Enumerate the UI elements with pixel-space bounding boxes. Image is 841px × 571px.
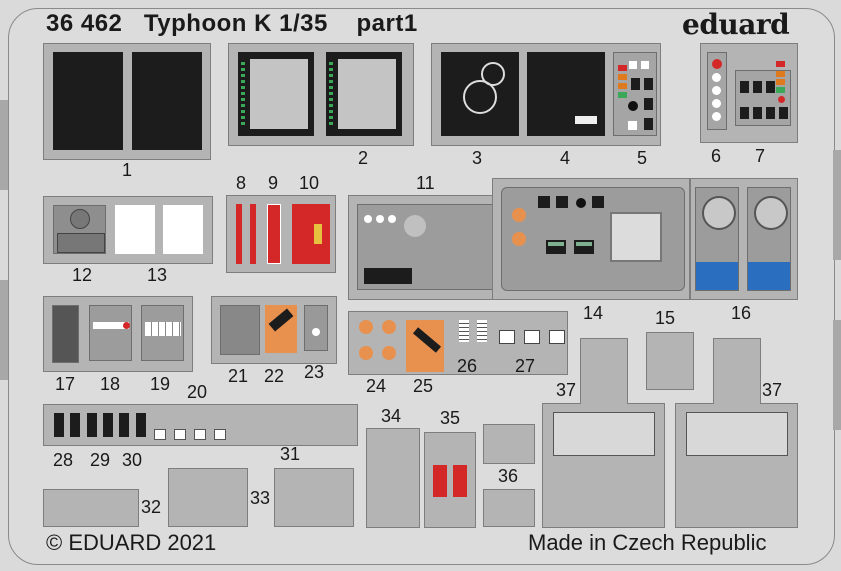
origin: Made in Czech Republic — [528, 530, 767, 555]
part-11 — [348, 195, 500, 300]
label-26: 26 — [457, 356, 478, 376]
label-5: 5 — [637, 148, 648, 168]
label-4: 4 — [560, 148, 571, 168]
label-24: 24 — [366, 376, 387, 396]
label-37b: 37 — [762, 380, 783, 400]
part-14 — [492, 178, 690, 300]
label-3: 3 — [472, 148, 483, 168]
label-30: 30 — [122, 450, 143, 470]
label-8: 8 — [236, 173, 247, 193]
part-34 — [366, 428, 420, 528]
label-19: 19 — [150, 374, 171, 394]
part-16 — [690, 178, 798, 300]
label-2: 2 — [358, 148, 369, 168]
part-19 — [141, 305, 184, 361]
label-7: 7 — [755, 146, 766, 166]
part-26 — [459, 320, 469, 342]
part-3 — [441, 52, 519, 136]
parts-6-7 — [700, 43, 798, 143]
part-27 — [499, 330, 515, 344]
part-17 — [52, 305, 79, 363]
copyright: © EDUARD 2021 — [46, 530, 217, 555]
model-name: Typhoon K 1/35 — [143, 10, 328, 37]
label-36: 36 — [498, 466, 519, 486]
label-16: 16 — [731, 303, 752, 323]
label-15: 15 — [655, 308, 676, 328]
part-36a — [483, 424, 535, 464]
label-11: 11 — [416, 173, 435, 193]
product-code: 36 462 — [46, 10, 123, 37]
label-22: 22 — [264, 366, 285, 386]
label-25: 25 — [413, 376, 434, 396]
label-6: 6 — [711, 146, 722, 166]
part-21 — [220, 305, 260, 355]
label-35: 35 — [440, 408, 461, 428]
brand-logo: eduard — [682, 8, 790, 41]
label-32: 32 — [141, 497, 162, 517]
label-23: 23 — [304, 362, 325, 382]
part-33a — [168, 468, 248, 527]
part-22 — [265, 305, 297, 353]
part-33b — [274, 468, 354, 527]
label-21: 21 — [228, 366, 249, 386]
parts-8-9-10 — [226, 195, 336, 273]
label-10: 10 — [299, 173, 320, 193]
label-13: 13 — [147, 265, 168, 285]
part-11-panel — [357, 204, 500, 290]
parts-17-18-19 — [43, 296, 193, 372]
edge-tab — [0, 100, 8, 190]
label-37a: 37 — [556, 380, 577, 400]
part-13b — [163, 205, 203, 254]
part-10 — [292, 204, 330, 264]
part-5 — [613, 52, 657, 136]
label-20: 20 — [187, 382, 208, 402]
edge-tab — [0, 280, 8, 380]
label-28: 28 — [53, 450, 74, 470]
parts-21-22-23 — [211, 296, 337, 364]
label-29: 29 — [90, 450, 111, 470]
label-14: 14 — [583, 303, 604, 323]
part-18 — [89, 305, 132, 361]
part-4 — [527, 52, 605, 136]
parts-3-4-5 — [431, 43, 661, 146]
part-12 — [53, 205, 106, 254]
label-18: 18 — [100, 374, 121, 394]
edge-tab — [833, 320, 841, 430]
sheet-title: 36 462 Typhoon K 1/35 part1 — [46, 10, 418, 38]
label-34: 34 — [381, 406, 402, 426]
label-33: 33 — [250, 488, 271, 508]
part-36b — [483, 489, 535, 527]
parts-12-13 — [43, 196, 213, 264]
part-37b-top — [713, 338, 761, 404]
part-number: part1 — [356, 10, 418, 37]
part-2 — [228, 43, 414, 146]
part-23 — [304, 305, 328, 351]
label-31: 31 — [280, 444, 301, 464]
part-37a — [542, 403, 665, 528]
part-9 — [267, 204, 281, 264]
label-27: 27 — [515, 356, 536, 376]
parts-28-31 — [43, 404, 358, 446]
label-17: 17 — [55, 374, 76, 394]
parts-24-27 — [348, 311, 568, 375]
label-9: 9 — [268, 173, 279, 193]
part-8 — [236, 204, 242, 264]
edge-tab — [833, 150, 841, 260]
part-37b — [675, 403, 798, 528]
part-14-panel — [501, 187, 685, 291]
part-32 — [43, 489, 139, 527]
label-12: 12 — [72, 265, 93, 285]
part-1 — [43, 43, 211, 160]
label-1: 1 — [122, 160, 133, 180]
part-13a — [115, 205, 155, 254]
part-35 — [424, 432, 476, 528]
part-15 — [646, 332, 694, 390]
part-6 — [707, 52, 727, 130]
part-25 — [406, 320, 444, 372]
part-37a-top — [580, 338, 628, 404]
